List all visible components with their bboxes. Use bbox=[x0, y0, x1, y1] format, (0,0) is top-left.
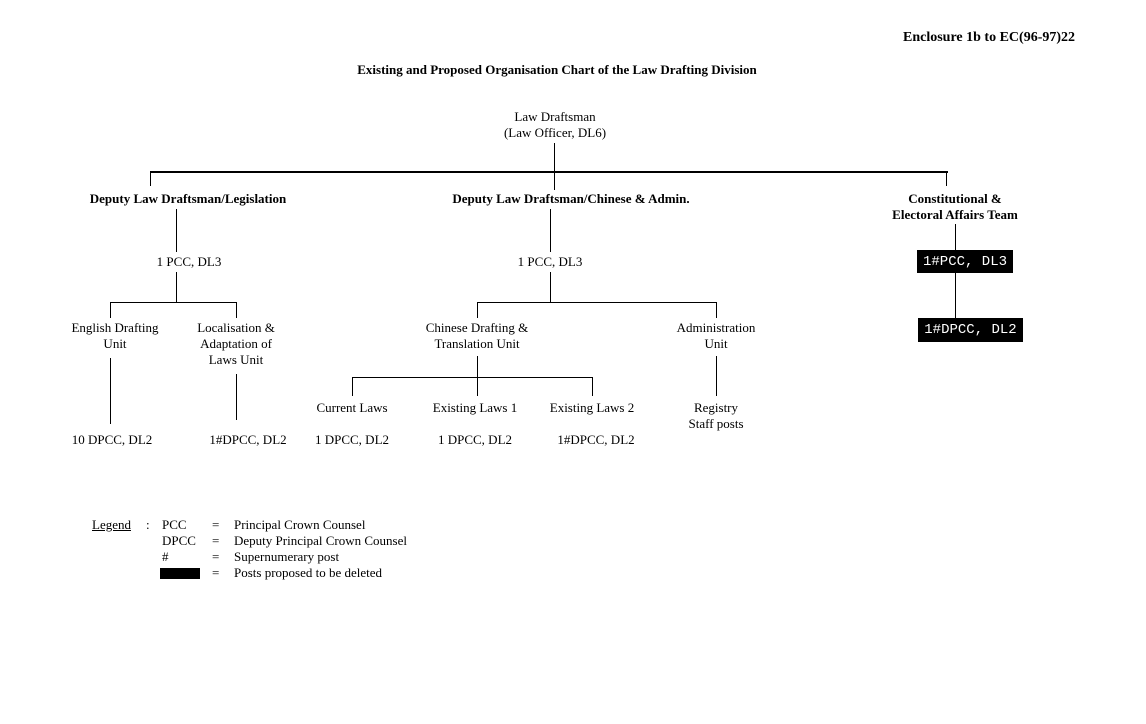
node-chinese-admin-pcc: 1 PCC, DL3 bbox=[517, 254, 583, 269]
heading-deputy-chinese-admin: Deputy Law Draftsman/Chinese & Admin. bbox=[452, 191, 690, 206]
node-existing-laws-1: Existing Laws 1 bbox=[432, 400, 518, 415]
legend-equals: = bbox=[212, 533, 220, 548]
node-deleted-pcc-box: 1#PCC, DL3 bbox=[917, 250, 1013, 273]
deleted-post-swatch bbox=[160, 568, 200, 579]
connector-line bbox=[110, 302, 111, 318]
connector-line bbox=[946, 171, 947, 186]
connector-line bbox=[176, 209, 177, 252]
node-localisation-unit: Localisation & Adaptation of Laws Unit bbox=[197, 320, 275, 367]
connector-line bbox=[236, 374, 237, 420]
connector-line bbox=[150, 171, 948, 173]
legend-equals: = bbox=[212, 549, 220, 564]
connector-line bbox=[352, 377, 353, 396]
node-english-drafting-post: 10 DPCC, DL2 bbox=[71, 432, 153, 447]
connector-line bbox=[176, 272, 177, 302]
connector-line bbox=[110, 302, 237, 303]
legend-row-deleted: = Posts proposed to be deleted bbox=[162, 565, 382, 581]
connector-line bbox=[236, 302, 237, 318]
legend-abbr: # bbox=[162, 549, 169, 564]
connector-line bbox=[477, 356, 478, 396]
heading-deputy-legislation: Deputy Law Draftsman/Legislation bbox=[89, 191, 287, 206]
connector-line bbox=[150, 171, 151, 186]
connector-line bbox=[550, 209, 551, 252]
legend-equals: = bbox=[212, 517, 220, 532]
legend-desc: Principal Crown Counsel bbox=[234, 517, 366, 532]
connector-line bbox=[716, 356, 717, 396]
connector-line bbox=[550, 272, 551, 302]
node-localisation-post: 1#DPCC, DL2 bbox=[209, 432, 287, 447]
connector-line bbox=[477, 302, 478, 318]
legend-desc: Deputy Principal Crown Counsel bbox=[234, 533, 407, 548]
connector-line bbox=[554, 143, 555, 171]
legend-colon: : bbox=[146, 517, 150, 532]
node-deleted-dpcc-box: 1#DPCC, DL2 bbox=[918, 318, 1023, 342]
node-existing-laws-2: Existing Laws 2 bbox=[549, 400, 635, 415]
node-chinese-drafting-unit: Chinese Drafting & Translation Unit bbox=[425, 320, 529, 351]
node-registry-staff-posts: Registry Staff posts bbox=[688, 400, 744, 431]
connector-line bbox=[352, 377, 593, 378]
legend-row-dpcc: DPCC = Deputy Principal Crown Counsel bbox=[162, 533, 407, 549]
connector-line bbox=[716, 302, 717, 318]
legend-title: Legend bbox=[92, 517, 131, 532]
connector-line bbox=[955, 273, 956, 318]
legend-row-supernumerary: # = Supernumerary post bbox=[162, 549, 339, 565]
connector-line bbox=[554, 171, 555, 190]
connector-line bbox=[592, 377, 593, 396]
node-existing-laws-1-post: 1 DPCC, DL2 bbox=[437, 432, 513, 447]
legend-desc: Supernumerary post bbox=[234, 549, 340, 564]
node-administration-unit: Administration Unit bbox=[676, 320, 756, 351]
connector-line bbox=[110, 358, 111, 424]
heading-constitutional-team: Constitutional & Electoral Affairs Team bbox=[892, 191, 1018, 222]
node-law-draftsman: Law Draftsman (Law Officer, DL6) bbox=[503, 109, 607, 140]
enclosure-reference: Enclosure 1b to EC(96-97)22 bbox=[903, 30, 1076, 45]
node-existing-laws-2-post: 1#DPCC, DL2 bbox=[557, 432, 635, 447]
legend-abbr: PCC bbox=[162, 517, 187, 532]
connector-line bbox=[477, 302, 717, 303]
node-legislation-pcc: 1 PCC, DL3 bbox=[156, 254, 222, 269]
legend-desc: Posts proposed to be deleted bbox=[234, 565, 383, 580]
node-english-drafting-unit: English Drafting Unit bbox=[71, 320, 159, 351]
legend-equals: = bbox=[212, 565, 220, 580]
node-current-laws-post: 1 DPCC, DL2 bbox=[314, 432, 390, 447]
node-current-laws: Current Laws bbox=[316, 400, 388, 415]
legend-abbr: DPCC bbox=[162, 533, 196, 548]
page-title: Existing and Proposed Organisation Chart… bbox=[357, 62, 757, 77]
legend-row-pcc: PCC = Principal Crown Counsel bbox=[162, 517, 365, 533]
connector-line bbox=[955, 224, 956, 250]
